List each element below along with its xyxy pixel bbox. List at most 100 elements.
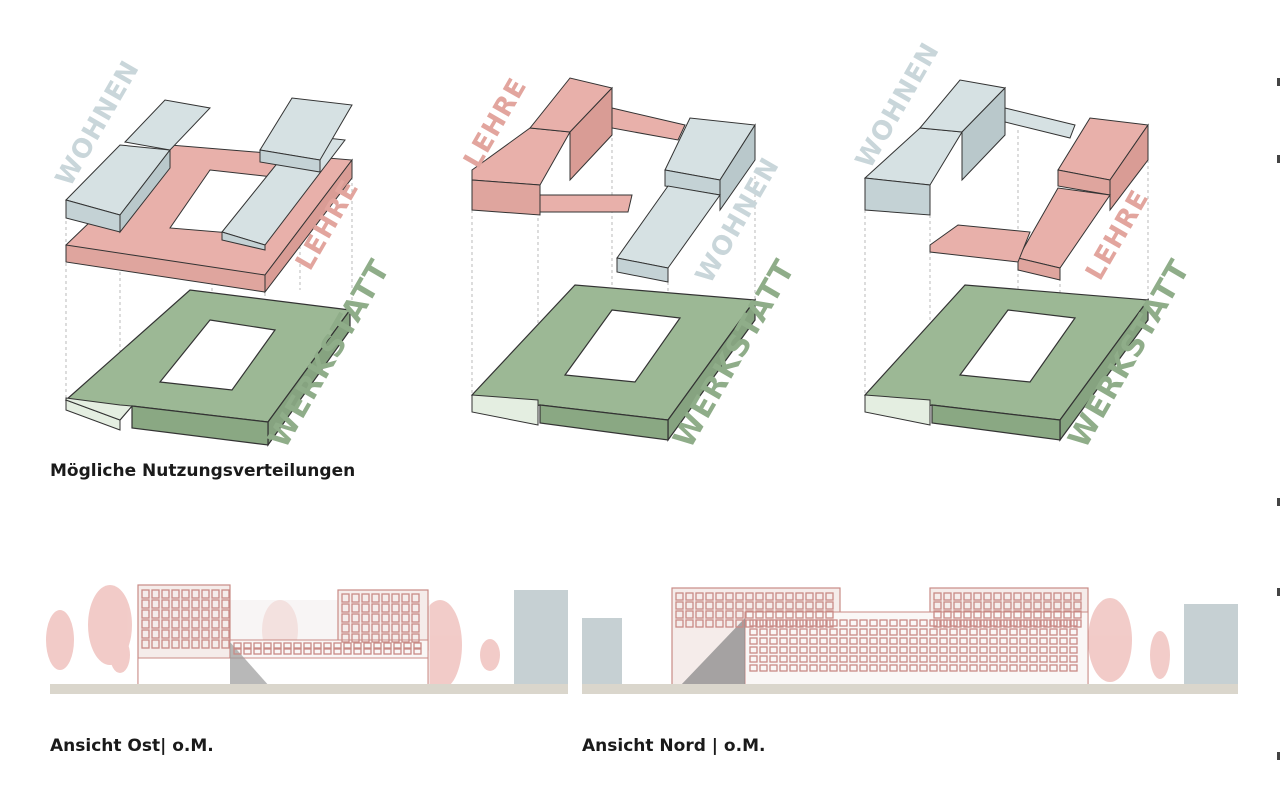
facade-window [181,639,190,649]
facade-window [1019,637,1028,645]
facade-window [361,593,370,603]
facade-window [745,592,754,601]
facade-window [859,628,868,636]
facade-window [411,593,420,603]
facade-window [939,619,948,627]
facade-window [989,628,998,636]
facade-window [775,592,784,601]
facade-window [789,646,798,654]
facade-window [381,623,390,633]
facade-window [391,593,400,603]
facade-window [411,623,420,633]
facade-window [929,646,938,654]
facade-window [411,633,420,643]
facade-window [221,629,230,639]
facade-window [819,664,828,672]
facade-window [745,601,754,610]
facade-window [243,642,252,649]
facade-window [989,664,998,672]
facade-window [825,610,834,619]
facade-window [749,628,758,636]
facade-window [1019,628,1028,636]
facade-window [879,655,888,663]
facade-window [371,593,380,603]
facade-window [1019,619,1028,627]
facade-window [999,646,1008,654]
facade-window [949,655,958,663]
facade-window [1009,655,1018,663]
facade-window [939,664,948,672]
facade-window [815,610,824,619]
facade-window [759,619,768,627]
facade-window [1029,655,1038,663]
facade-window [829,646,838,654]
facade-window [983,592,992,601]
facade-window [869,646,878,654]
facade-window [1049,637,1058,645]
neighbour-north-left [582,618,622,685]
facade-window [919,646,928,654]
north-window-grid [675,592,1082,672]
facade-window [151,599,160,609]
facade-window [273,648,282,655]
facade-window [705,619,714,628]
facade-window [779,619,788,627]
facade-window [1049,619,1058,627]
facade-window [333,642,342,649]
facade-window [201,629,210,639]
facade-window [1029,646,1038,654]
facade-window [351,593,360,603]
caption-usage: Mögliche Nutzungsverteilungen [50,461,356,481]
facade-window [1009,646,1018,654]
facade-window [253,648,262,655]
ground-east [50,684,568,694]
ground-north [582,684,1238,694]
facade-window [725,601,734,610]
facade-window [933,592,942,601]
facade-window [1029,637,1038,645]
facade-window [963,610,972,619]
facade-window [715,592,724,601]
facade-window [233,648,242,655]
facade-window [201,599,210,609]
facade-window [283,642,292,649]
facade-window [795,601,804,610]
facade-window [765,601,774,610]
facade-window [969,664,978,672]
facade-window [859,646,868,654]
facade-window [799,664,808,672]
facade-window [1013,601,1022,610]
facade-window [1069,655,1078,663]
facade-window [411,603,420,613]
facade-window [1053,601,1062,610]
facade-window [969,619,978,627]
facade-window [401,603,410,613]
facade-window [191,619,200,629]
facade-window [979,646,988,654]
facade-window [221,619,230,629]
facade-window [879,628,888,636]
facade-window [849,664,858,672]
facade-window [675,610,684,619]
facade-window [769,655,778,663]
caption-east: Ansicht Ost| o.M. [50,736,214,756]
facade-window [949,619,958,627]
facade-window [161,629,170,639]
facade-window [969,655,978,663]
facade-window [999,619,1008,627]
facade-window [819,646,828,654]
facade-window [745,610,754,619]
facade-window [381,613,390,623]
facade-window [201,609,210,619]
facade-window [779,646,788,654]
facade-window [383,648,392,655]
facade-window [899,628,908,636]
facade-window [373,642,382,649]
facade-window [939,655,948,663]
facade-window [1063,610,1072,619]
facade-window [253,642,262,649]
facade-window [949,646,958,654]
facade-window [805,610,814,619]
